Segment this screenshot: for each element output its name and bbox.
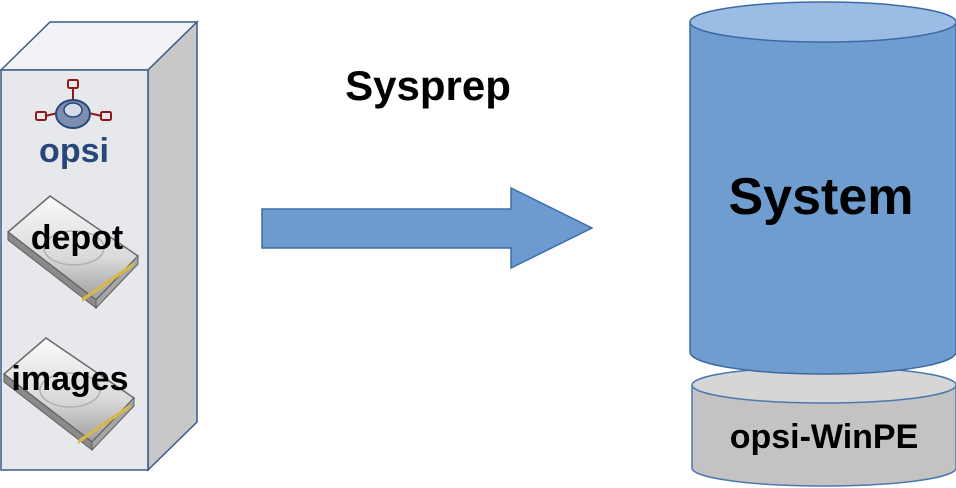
server-side-face bbox=[147, 20, 198, 472]
opsi-network-icon bbox=[35, 79, 112, 129]
images-disk-icon bbox=[2, 337, 136, 452]
system-partition bbox=[689, 1, 956, 375]
images-disk-label: images bbox=[11, 360, 128, 398]
depot-disk-label: depot bbox=[31, 219, 124, 257]
right-arrow bbox=[261, 186, 594, 270]
system-partition-label: System bbox=[729, 168, 914, 226]
opsi-logo: opsi bbox=[35, 79, 112, 170]
sysprep-label: Sysprep bbox=[345, 62, 511, 109]
depot-disk-icon bbox=[6, 195, 140, 310]
winpe-partition-label: opsi-WinPE bbox=[730, 418, 919, 456]
opsi-logo-text: opsi bbox=[39, 132, 109, 170]
winpe-partition bbox=[691, 366, 956, 487]
